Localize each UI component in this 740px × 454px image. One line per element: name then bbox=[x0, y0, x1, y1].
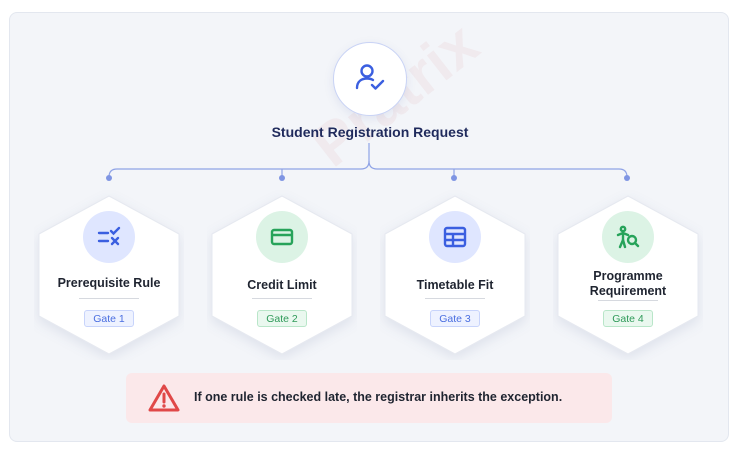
prerequisite-check-icon bbox=[83, 211, 135, 263]
gate-badge: Gate 1 bbox=[84, 310, 134, 327]
gate-badge: Gate 2 bbox=[257, 310, 307, 327]
gate-timetable-fit: Timetable Fit Gate 3 bbox=[380, 190, 530, 360]
gate-programme-requirement: Programme Requirement Gate 4 bbox=[553, 190, 703, 360]
gate-label: Prerequisite Rule bbox=[57, 276, 161, 290]
gate-label: Timetable Fit bbox=[416, 278, 494, 292]
credit-card-icon bbox=[256, 211, 308, 263]
user-check-icon bbox=[353, 60, 387, 99]
gate-hexagon bbox=[38, 195, 180, 355]
gate-hexagon bbox=[211, 195, 353, 355]
root-title: Student Registration Request bbox=[271, 124, 469, 140]
gate-hexagon bbox=[557, 195, 699, 355]
warning-icon bbox=[148, 383, 180, 418]
programme-search-icon bbox=[602, 211, 654, 263]
divider bbox=[598, 300, 658, 301]
warning-text: If one rule is checked late, the registr… bbox=[194, 390, 563, 404]
warning-banner: If one rule is checked late, the registr… bbox=[126, 373, 612, 423]
gate-prerequisite-rule: Prerequisite Rule Gate 1 bbox=[34, 190, 184, 360]
root-node bbox=[333, 42, 407, 116]
gate-credit-limit: Credit Limit Gate 2 bbox=[207, 190, 357, 360]
gate-badge: Gate 4 bbox=[603, 310, 653, 327]
divider bbox=[425, 298, 485, 299]
gate-hexagon bbox=[384, 195, 526, 355]
timetable-grid-icon bbox=[429, 211, 481, 263]
gate-badge: Gate 3 bbox=[430, 310, 480, 327]
divider bbox=[79, 298, 139, 299]
divider bbox=[252, 298, 312, 299]
gate-label: Credit Limit bbox=[247, 278, 317, 292]
gate-label: Programme Requirement bbox=[589, 269, 667, 298]
